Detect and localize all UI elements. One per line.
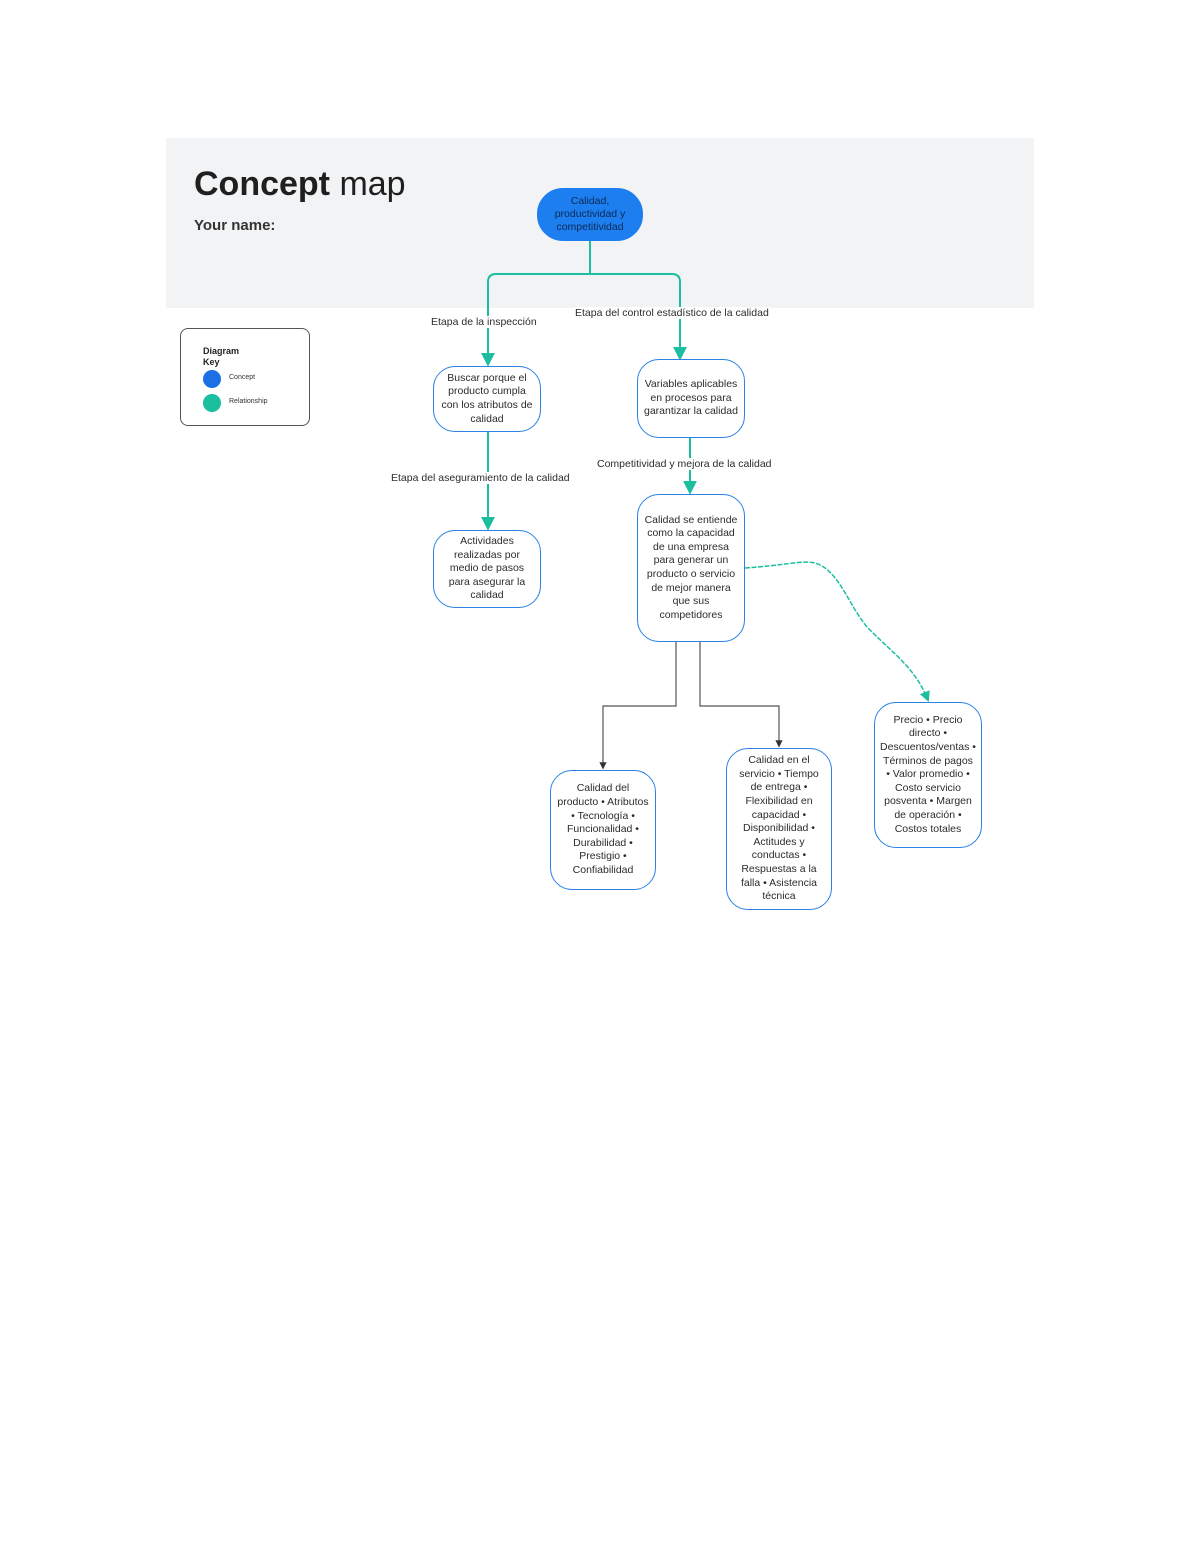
page-title-rest: map <box>330 165 406 203</box>
your-name-label: Your name: <box>194 217 276 234</box>
page-title-bold: Concept <box>194 165 330 203</box>
link-root-variables <box>590 273 687 361</box>
relationship-dot-icon <box>203 394 221 412</box>
concept-node-precio[interactable]: Precio • Precio directo • Descuentos/ven… <box>874 702 982 848</box>
link-competitividad-producto <box>599 642 677 770</box>
concept-node-calidad-servicio[interactable]: Calidad en el servicio • Tiempo de entre… <box>726 748 832 910</box>
edge-label-inspeccion: Etapa de la inspección <box>430 316 538 328</box>
edge-label-mejora: Competitividad y mejora de la calidad <box>596 458 773 470</box>
diagram-key: Diagram Key Concept Relationship <box>180 328 310 426</box>
concept-key-label: Concept <box>229 374 256 381</box>
link-root-inspeccion <box>481 273 590 367</box>
concept-node-variables[interactable]: Variables aplicables en procesos para ga… <box>637 359 745 438</box>
concept-node-actividades[interactable]: Actividades realizadas por medio de paso… <box>433 530 541 608</box>
page-title: Concept map <box>194 165 406 204</box>
concept-node-calidad-producto[interactable]: Calidad del producto • Atributos • Tecno… <box>550 770 656 890</box>
concept-node-inspeccion[interactable]: Buscar porque el producto cumpla con los… <box>433 366 541 432</box>
concept-node-competitividad[interactable]: Calidad se entiende como la capacidad de… <box>637 494 745 642</box>
diagram-key-title: Diagram Key <box>203 346 240 367</box>
concept-node-root[interactable]: Calidad, productividad y competitividad <box>537 188 643 241</box>
concept-dot-icon <box>203 370 221 388</box>
edge-label-aseguramiento: Etapa del aseguramiento de la calidad <box>390 472 571 484</box>
link-competitividad-servicio <box>699 642 783 748</box>
link-competitividad-precio <box>744 561 930 702</box>
edge-label-control: Etapa del control estadístico de la cali… <box>574 307 770 319</box>
relationship-key-label: Relationship <box>229 398 268 405</box>
